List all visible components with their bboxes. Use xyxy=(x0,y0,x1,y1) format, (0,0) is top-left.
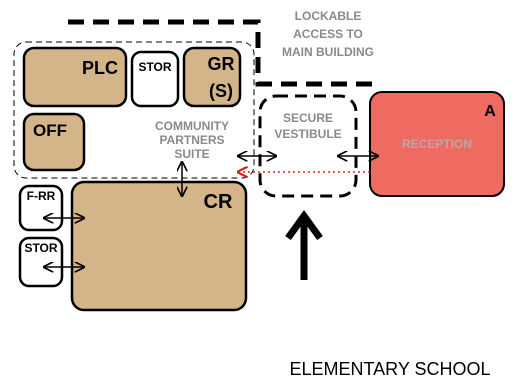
lockable-label-3: MAIN BUILDING xyxy=(282,45,374,59)
room-cr-label: CR xyxy=(204,191,233,213)
school-label: ELEMENTARY SCHOOL xyxy=(289,359,490,379)
room-gr-label-1: GR xyxy=(208,54,235,74)
room-off-label: OFF xyxy=(33,121,67,140)
vestibule-label-1: SECURE xyxy=(283,111,333,125)
community-suite-label-2: PARTNERS xyxy=(159,133,224,147)
room-gr xyxy=(182,46,242,108)
lockable-label-2: ACCESS TO xyxy=(293,27,363,41)
room-cr xyxy=(70,180,248,312)
lockable-label-1: LOCKABLE xyxy=(295,9,362,23)
community-suite-label-1: COMMUNITY xyxy=(155,119,229,133)
room-f-rr-label: F-RR xyxy=(27,189,56,203)
lockable-boundary xyxy=(68,19,372,87)
reception-label: RECEPTION xyxy=(402,137,472,151)
community-suite-boundary xyxy=(13,41,255,179)
room-off xyxy=(22,112,86,172)
room-plc-label: PLC xyxy=(82,58,118,78)
up-arrow-head xyxy=(285,210,323,241)
secure-vestibule xyxy=(258,94,358,198)
room-plc xyxy=(22,46,128,108)
reception-tag: A xyxy=(484,103,496,120)
vestibule-label-2: VESTIBULE xyxy=(274,127,341,141)
community-suite-label-3: SUITE xyxy=(174,147,209,161)
room-reception xyxy=(369,91,505,197)
room-stor-top-label: STOR xyxy=(138,60,171,74)
room-gr-label-2: (S) xyxy=(209,81,233,101)
room-stor-bottom-label: STOR xyxy=(24,241,57,255)
room-stor-top xyxy=(130,50,180,108)
